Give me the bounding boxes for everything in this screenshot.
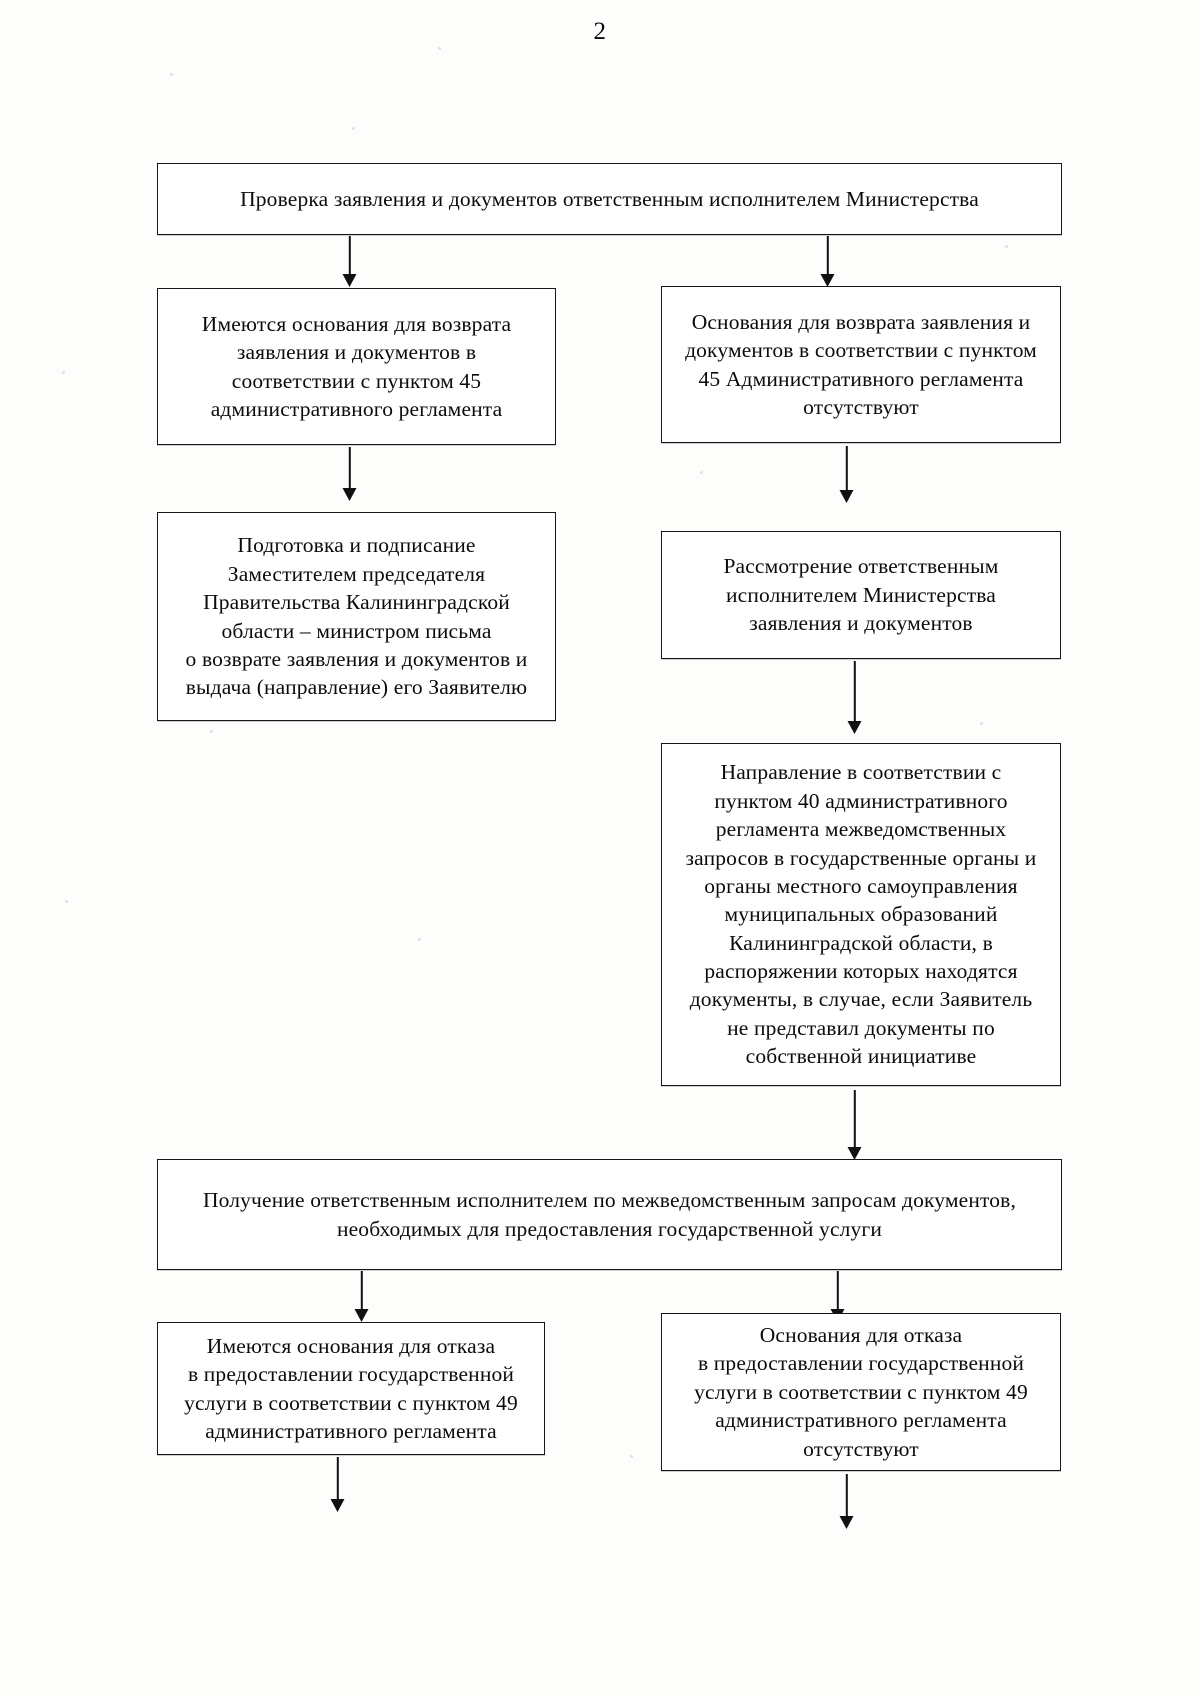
scan-speck — [62, 371, 65, 374]
node-receive-documents[interactable]: Получение ответственным исполнителем по … — [157, 1159, 1062, 1270]
node-text: Основания для возврата заявления и докум… — [685, 309, 1037, 419]
node-text: Основания для отказа в предоставлении го… — [694, 1323, 1028, 1461]
node-text: Проверка заявления и документов ответств… — [240, 186, 979, 211]
node-return-grounds-present[interactable]: Имеются основания для возврата заявления… — [157, 288, 556, 445]
scan-speck — [210, 730, 213, 733]
node-review-application[interactable]: Рассмотрение ответственным исполнителем … — [661, 531, 1061, 659]
node-refusal-grounds-absent[interactable]: Основания для отказа в предоставлении го… — [661, 1313, 1061, 1471]
scan-speck — [700, 471, 703, 474]
scan-speck — [352, 127, 355, 130]
scan-speck — [438, 47, 441, 50]
node-text: Имеются основания для возврата заявления… — [201, 311, 512, 421]
node-text: Подготовка и подписание Заместителем пре… — [185, 533, 528, 700]
scan-speck — [65, 900, 68, 903]
scan-speck — [170, 73, 173, 76]
scan-speck — [1005, 245, 1008, 248]
node-text: Имеются основания для отказа в предостав… — [184, 1333, 518, 1443]
scan-speck — [630, 1455, 633, 1458]
page-number: 2 — [593, 18, 607, 45]
node-prepare-sign-letter[interactable]: Подготовка и подписание Заместителем пре… — [157, 512, 556, 721]
node-interagency-requests[interactable]: Направление в соответствии с пунктом 40 … — [661, 743, 1061, 1086]
scan-speck — [418, 938, 421, 941]
node-check-application[interactable]: Проверка заявления и документов ответств… — [157, 163, 1062, 235]
node-refusal-grounds-present[interactable]: Имеются основания для отказа в предостав… — [157, 1322, 545, 1455]
node-text: Рассмотрение ответственным исполнителем … — [723, 554, 999, 636]
node-return-grounds-absent[interactable]: Основания для возврата заявления и докум… — [661, 286, 1061, 443]
node-text: Получение ответственным исполнителем по … — [202, 1188, 1016, 1241]
scan-speck — [980, 722, 983, 725]
node-text: Направление в соответствии с пунктом 40 … — [685, 760, 1037, 1069]
